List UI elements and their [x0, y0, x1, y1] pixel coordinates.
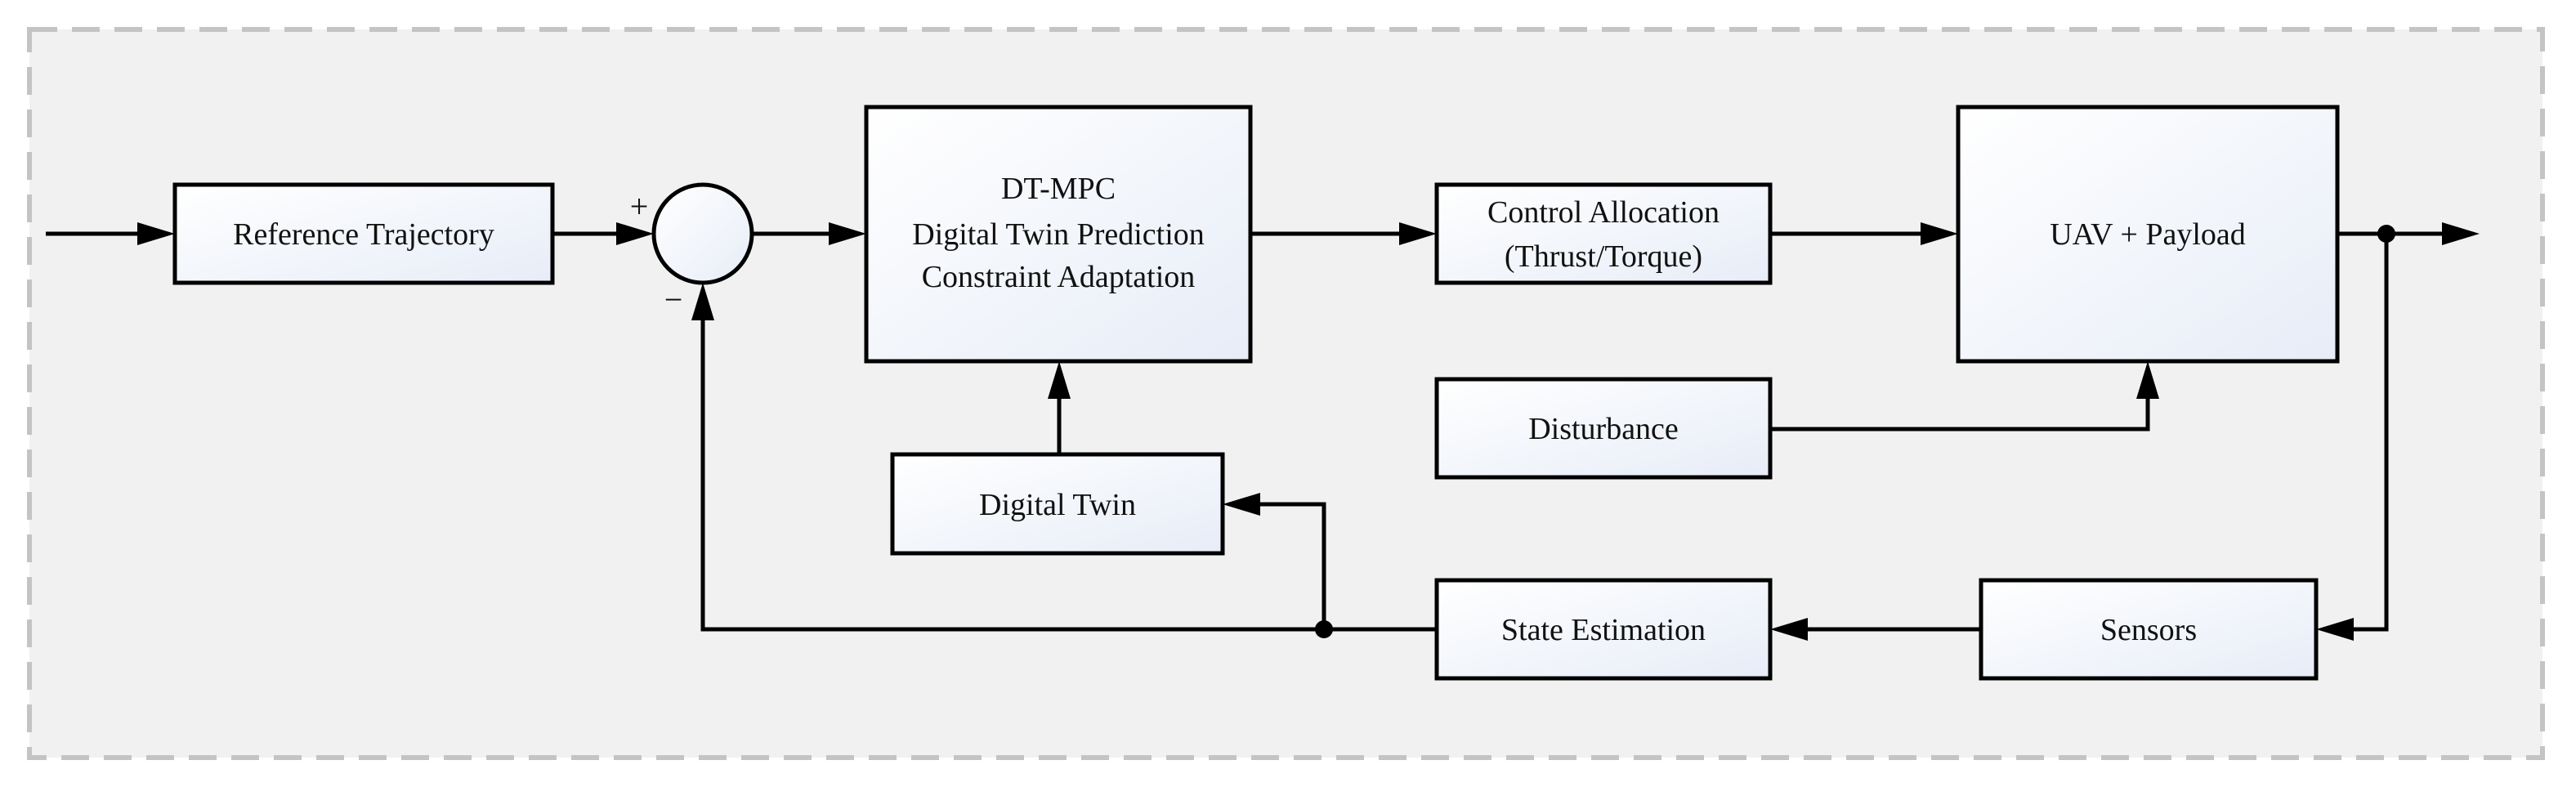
- control-allocation-subtitle: (Thrust/Torque): [1505, 239, 1702, 274]
- block-dt-mpc: DT-MPC Digital Twin Prediction Constrain…: [864, 105, 1253, 364]
- arrow-into-sum-feedback: [691, 283, 714, 320]
- arrow-into-digital-twin: [1223, 493, 1260, 516]
- reference-trajectory-label: Reference Trajectory: [233, 217, 494, 252]
- arrow-into-state-estimation: [1770, 618, 1808, 641]
- control-allocation-title: Control Allocation: [1487, 195, 1720, 230]
- arrow-into-sum: [616, 222, 654, 245]
- state-estimation-label: State Estimation: [1501, 613, 1706, 647]
- disturbance-to-uav-line: [1770, 396, 2150, 432]
- plus-sign: +: [630, 188, 649, 225]
- block-sensors: Sensors: [1979, 578, 2319, 681]
- dt-mpc-title: DT-MPC: [1001, 172, 1116, 206]
- summing-junction: + −: [630, 182, 754, 318]
- arrow-into-uav-from-disturbance: [2136, 361, 2159, 399]
- feedback-line: [700, 320, 1437, 632]
- arrow-into-mpc: [829, 222, 866, 245]
- minus-sign: −: [664, 281, 683, 318]
- arrow-into-sensors: [2316, 618, 2354, 641]
- digital-twin-label: Digital Twin: [979, 488, 1136, 522]
- arrow-into-uav: [1921, 222, 1958, 245]
- arrow-output: [2442, 222, 2480, 245]
- dt-mpc-line-2: Digital Twin Prediction: [912, 217, 1205, 252]
- disturbance-label: Disturbance: [1528, 412, 1679, 446]
- arrow-into-mpc-from-twin: [1048, 361, 1071, 399]
- state-to-digital-twin-line: [1250, 502, 1326, 629]
- block-digital-twin: Digital Twin: [890, 452, 1225, 556]
- uav-payload-label: UAV + Payload: [2050, 217, 2246, 252]
- output-to-sensors-line: [2346, 234, 2389, 632]
- block-reference-trajectory: Reference Trajectory: [172, 182, 555, 285]
- block-control-allocation: Control Allocation (Thrust/Torque): [1434, 182, 1773, 285]
- connections: [46, 222, 2480, 641]
- summing-junction-circle: [651, 182, 754, 285]
- arrow-into-allocation: [1399, 222, 1437, 245]
- block-state-estimation: State Estimation: [1434, 578, 1773, 681]
- block-uav-payload: UAV + Payload: [1956, 105, 2340, 364]
- arrow-into-reference: [137, 222, 175, 245]
- sensors-label: Sensors: [2100, 613, 2197, 647]
- dt-mpc-line-3: Constraint Adaptation: [922, 260, 1196, 294]
- block-disturbance: Disturbance: [1434, 377, 1773, 480]
